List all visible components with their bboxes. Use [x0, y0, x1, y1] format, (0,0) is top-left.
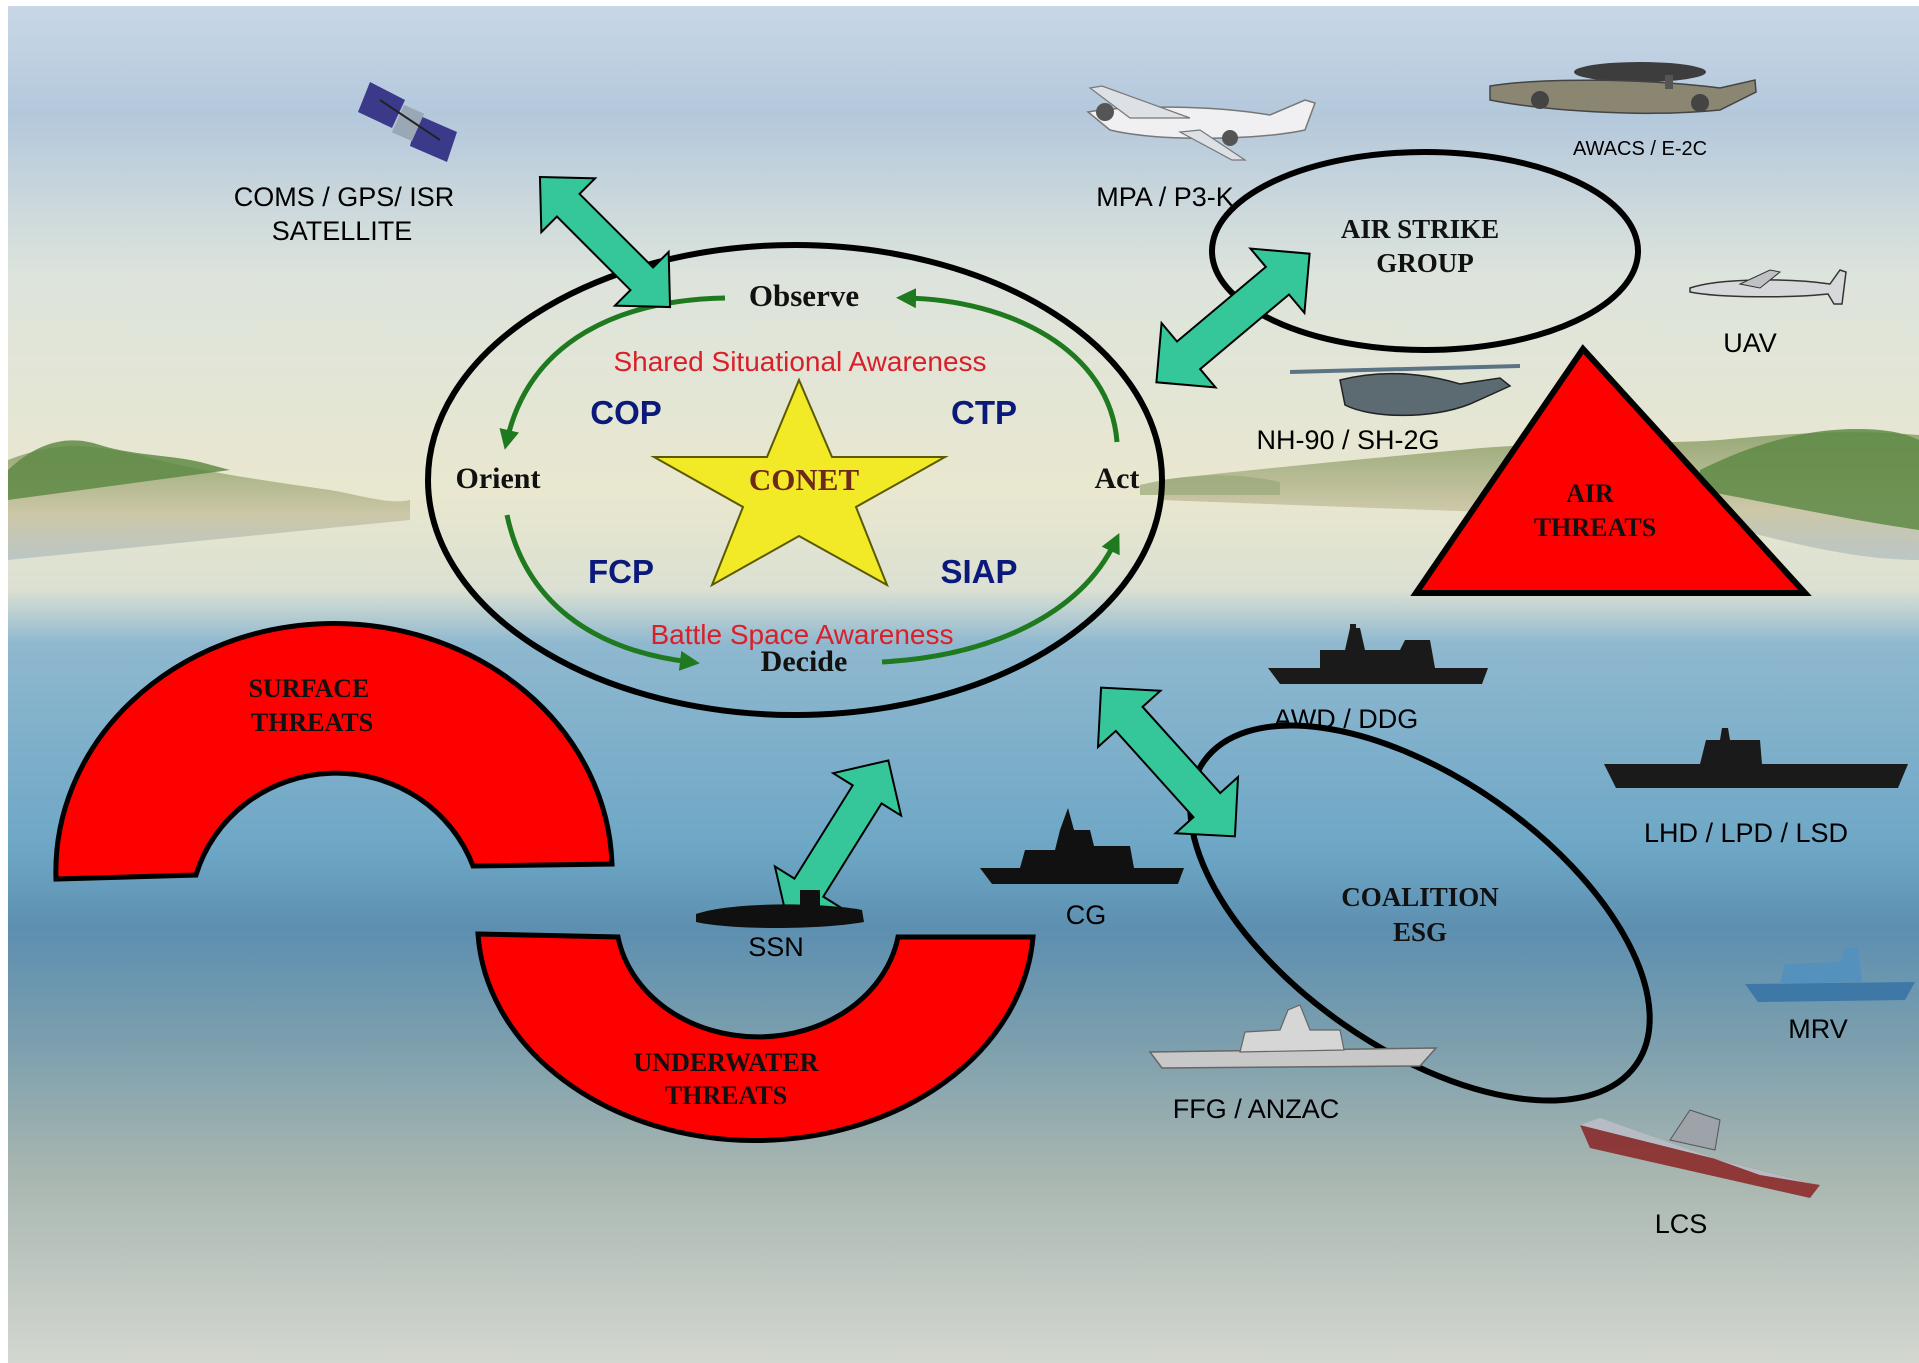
air-threats-triangle — [1410, 344, 1812, 596]
awacs-aircraft-icon — [1489, 62, 1757, 114]
link-arrow-ssn — [773, 759, 903, 923]
air-threats-label-2: THREATS — [1534, 513, 1656, 542]
battle-awareness-label: Battle Space Awareness — [650, 619, 953, 650]
cycle-arrow-orient-decide — [504, 514, 700, 671]
awd-label: AWD / DDG — [1274, 704, 1419, 734]
right-hill — [1700, 429, 1919, 530]
cg-ship-icon — [980, 808, 1184, 884]
ctp-label: CTP — [951, 394, 1017, 431]
awd-ship-icon — [1268, 624, 1488, 684]
cycle-arrow-act-observe — [896, 288, 1120, 443]
coalition-label-2: ESG — [1393, 917, 1447, 947]
satellite-label-2: SATELLITE — [272, 216, 413, 246]
lhd-ship-icon — [1604, 728, 1908, 788]
cop-label: COP — [590, 394, 662, 431]
coalition-esg-ellipse — [1187, 722, 1653, 1104]
link-arrow-satellite — [538, 175, 672, 309]
ssn-submarine-icon — [696, 890, 864, 928]
link-arrow-air-strike — [1155, 247, 1311, 389]
cg-label: CG — [1066, 900, 1107, 930]
cycle-arrow-decide-act — [881, 532, 1120, 665]
mpa-label: MPA / P3-K — [1096, 182, 1234, 212]
act-label: Act — [1095, 462, 1140, 495]
surface-threats-label-2: THREATS — [251, 708, 373, 737]
mpa-aircraft-icon — [1086, 85, 1316, 161]
shared-awareness-label: Shared Situational Awareness — [613, 346, 986, 377]
mrv-label: MRV — [1788, 1014, 1848, 1044]
decide-label: Decide — [761, 645, 848, 678]
lcs-ship-icon — [1580, 1109, 1820, 1198]
surface-threats-arc — [53, 620, 615, 882]
satellite-icon — [358, 82, 457, 162]
satellite-label-1: COMS / GPS/ ISR — [234, 182, 455, 212]
left-hill — [8, 440, 230, 500]
siap-label: SIAP — [940, 553, 1017, 590]
lhd-label: LHD / LPD / LSD — [1644, 818, 1848, 848]
air-threats-label-1: AIR — [1566, 479, 1614, 508]
air-strike-label-1: AIR STRIKE — [1341, 214, 1499, 244]
center-shore — [1140, 475, 1280, 495]
air-strike-label-2: GROUP — [1376, 248, 1474, 278]
air-strike-group-ellipse — [1209, 149, 1641, 353]
helo-label: NH-90 / SH-2G — [1256, 425, 1439, 455]
coalition-label-1: COALITION — [1341, 882, 1499, 912]
uav-icon — [1689, 269, 1847, 305]
ssn-label: SSN — [748, 932, 804, 962]
conet-star — [650, 377, 949, 588]
link-arrow-coalition — [1096, 686, 1240, 838]
observe-label: Observe — [749, 278, 859, 313]
ffg-ship-icon — [1148, 1004, 1438, 1069]
conet-label: CONET — [749, 462, 860, 497]
cycle-arrow-observe-orient — [499, 295, 726, 450]
lcs-label: LCS — [1655, 1209, 1708, 1239]
awacs-label: AWACS / E-2C — [1573, 138, 1707, 160]
mrv-ship-icon — [1745, 948, 1915, 1002]
underwater-threats-arc — [475, 931, 1036, 1143]
helicopter-icon — [1289, 364, 1521, 417]
orient-label: Orient — [456, 462, 541, 495]
fcp-label: FCP — [588, 553, 654, 590]
uav-label: UAV — [1723, 328, 1777, 358]
c2-cycle-ellipse — [425, 242, 1165, 718]
underwater-threats-label-1: UNDERWATER — [634, 1048, 819, 1077]
underwater-threats-label-2: THREATS — [665, 1081, 787, 1110]
surface-threats-label-1: SURFACE — [249, 674, 370, 703]
ffg-label: FFG / ANZAC — [1173, 1094, 1340, 1124]
